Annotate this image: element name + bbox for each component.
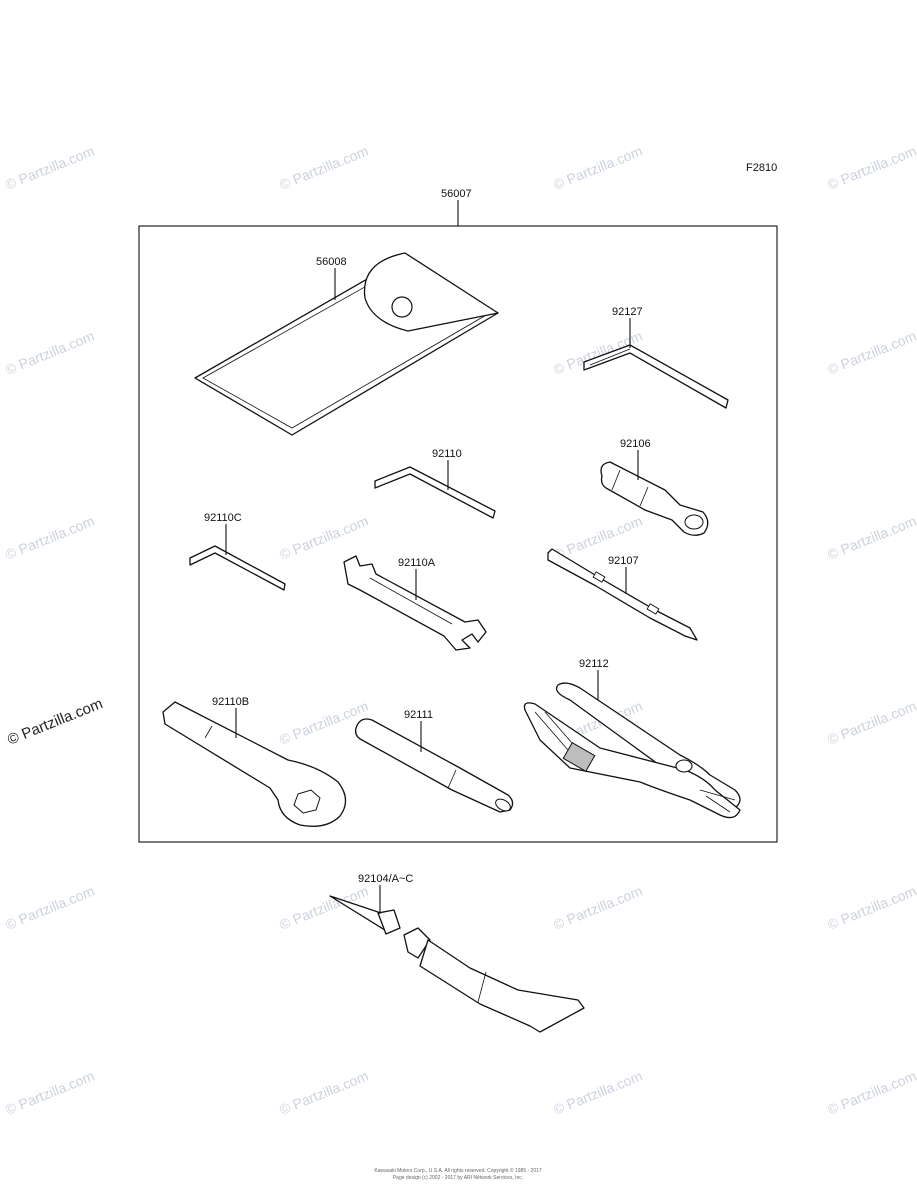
watermark: © Partzilla.com [3,1068,96,1118]
watermark: © Partzilla.com [277,698,370,748]
watermark: © Partzilla.com [825,698,917,748]
box-socket-drawing[interactable] [600,461,709,536]
watermark: © Partzilla.com [825,1068,917,1118]
watermark: © Partzilla.com [3,883,96,933]
part-label-92110A[interactable]: 92110A [398,557,436,569]
ring-wrench-drawing[interactable] [162,701,347,827]
part-label-92112[interactable]: 92112 [579,658,609,670]
watermark: © Partzilla.com [277,513,370,563]
watermark: © Partzilla.com [825,143,917,193]
watermark: © Partzilla.com [551,883,644,933]
part-label-92111[interactable]: 92111 [404,709,433,721]
tool-bag-drawing[interactable] [194,252,499,436]
part-label-56007[interactable]: 56007 [441,188,472,200]
watermark: © Partzilla.com [825,513,917,563]
watermark: © Partzilla.com [825,328,917,378]
figure-code: F2810 [746,162,777,174]
watermark: © Partzilla.com [551,1068,644,1118]
footer-copyright: Kawasaki Motors Corp., U.S.A. All rights… [374,1167,542,1174]
tool-kit-frame [138,225,778,843]
watermark: © Partzilla.com [3,328,96,378]
part-label-92110B[interactable]: 92110B [212,696,249,708]
hex-wrench-large-drawing[interactable] [583,344,729,409]
part-label-92110[interactable]: 92110 [432,448,462,460]
footer-design-credit: Page design (c) 2002 - 2017 by ARI Netwo… [393,1175,523,1181]
open-end-wrench-drawing[interactable] [343,555,487,651]
part-label-92127[interactable]: 92127 [612,306,643,318]
pliers-drawing[interactable] [523,682,741,819]
watermark-dark: © Partzilla.com [5,695,105,749]
hex-wrench-small-drawing[interactable] [189,545,286,591]
watermark: © Partzilla.com [551,143,644,193]
part-label-92110C[interactable]: 92110C [204,512,242,524]
part-label-92104[interactable]: 92104/A~C [358,873,413,885]
part-label-56008[interactable]: 56008 [316,256,347,268]
part-label-92107[interactable]: 92107 [608,555,639,567]
watermark: © Partzilla.com [277,143,370,193]
part-label-92106[interactable]: 92106 [620,438,651,450]
extension-bar-drawing[interactable] [354,718,514,813]
watermark: © Partzilla.com [3,143,96,193]
screwdriver-bit-drawing[interactable] [547,548,698,641]
repair-kit-tube-drawing[interactable] [329,895,585,1033]
hex-wrench-medium-drawing[interactable] [374,466,496,519]
watermark: © Partzilla.com [3,513,96,563]
watermark: © Partzilla.com [825,883,917,933]
watermark: © Partzilla.com [277,1068,370,1118]
